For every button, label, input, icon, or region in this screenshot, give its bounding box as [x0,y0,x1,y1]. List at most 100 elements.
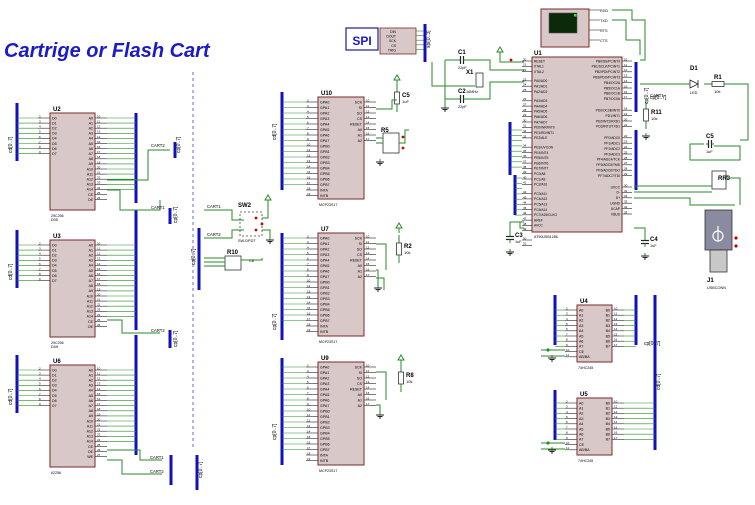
ic-pin-name: SI [359,371,362,375]
ic-pin-number: 7 [566,332,568,336]
ic-pin-number: 2 [39,114,41,118]
ic-pin-number: 7 [39,140,41,144]
resistor-body [711,81,725,87]
ic-pin-name: D2 [52,254,57,258]
ic-pin-number: 18 [307,451,311,455]
ic-pin-name: PF4/ADC4/TCK [597,158,621,162]
ic-pin-name: D3 [52,132,57,136]
ic-pin-number: 14 [97,387,101,391]
ic-pin-number: 46 [523,211,527,215]
usb-connector-plug [709,249,728,273]
ic-pin-name: D5 [52,269,57,273]
ic-pin-name: RESET [350,258,363,262]
ic-pin-name: CE [88,445,94,449]
usb-wire [634,197,735,206]
ic-pin-number: 27 [523,103,527,107]
ic-pin-number: 10 [97,241,101,245]
ic-pin-number: 16 [614,338,618,342]
ic-pin-name: SO [357,247,362,251]
ic-pin-number: 11 [307,413,310,417]
ic-pin-name: GPB3 [320,426,330,430]
ic-ref-label: U1 [534,51,542,57]
ic-pin-name: RESET [350,122,363,126]
ic-pin-name: GPB7 [320,319,330,323]
ic-pin-number: 29 [523,113,527,117]
ic-pin-name: GPA3 [320,253,329,257]
ic-pin-name: PE5/INT5 [534,156,548,160]
ic-pin-number: 13 [97,382,101,386]
ic-pin-number: 39 [523,170,527,174]
ic-pin-name: GPB4 [320,431,330,435]
resistor-ref-label: R1 [714,75,722,81]
ic-pin-number: 19 [307,328,311,332]
ic-part-label: MCP23S17 [319,203,337,207]
ic-pin-number: 10 [366,363,370,367]
resistor-ref-label: C5 [402,93,410,99]
ic-pin-name: INTA [320,324,329,328]
ic-pin-name: GPB0 [320,409,330,413]
ic-pin-name: GPA5 [320,393,329,397]
ic-pin-number: 16 [307,440,311,444]
ic-pin-name: A4 [89,389,93,393]
ic-pin-name: GPB5 [320,308,330,312]
pullup-wire [399,129,409,144]
ic-pin-name: UCAP [611,207,621,211]
ic-pin-number: 11 [566,446,569,450]
ic-pin-name: PF7/ADC7/TDI [598,174,620,178]
ic-pin-number: 28 [624,167,628,171]
ic-pin-number: 38 [523,165,527,169]
decoupling-wire [689,143,741,161]
ic-pin-name: PB2/PDI/PCINT2 [595,70,620,74]
ic-pin-number: 37 [523,160,527,164]
power-symbol [397,354,405,361]
ic-pin-number: 5 [39,130,41,134]
terminal-pin-name: RXD [600,9,608,13]
ic-pin-number: 31 [523,124,527,128]
ic-pin-name: CS [357,117,363,121]
ic-pin-name: GPB5 [320,172,330,176]
ic-pin-name: XTAL2 [534,70,544,74]
ic-pin-number: 17 [366,402,370,406]
ic-pin-number: 8 [39,145,41,149]
spi-pin-name: DIN [390,30,396,34]
ic-pin-name: PF1/ADC1 [604,142,620,146]
ic-pin-name: A8 [89,409,93,413]
ic-pin-name: D6 [52,399,57,403]
ic-pin-number: 4 [39,125,41,129]
ic-part-label: 74HC245 [578,459,593,463]
ic-pin-number: 12 [624,68,628,72]
ic-pin-name: A10 [87,419,93,423]
bus-label: cp[0..7] [644,87,650,104]
ic-pin-number: 17 [366,137,370,141]
ic-pin-name: A8 [89,284,93,288]
ic-pin-name: GPA4 [320,122,329,126]
ic-pin-number: 17 [97,150,101,154]
bus-label: cp[0..7] [191,248,197,265]
switch-ref-label: SW2 [238,203,252,209]
capacitor-ref-label: C3 [515,233,523,239]
ic-pin-name: A1 [358,398,362,402]
ic-pin-number: 15 [366,262,370,266]
ic-pin-number: 6 [566,327,568,331]
ic-pin-name: A0 [89,368,93,372]
pullup-wire [376,243,387,270]
ic-pin-name: PF5/ADC5/TMS [596,163,620,167]
decoupling-wire [519,222,524,229]
ic-pin-number: 13 [624,74,628,78]
ic-pin-name: B2 [606,319,610,323]
ic-part-label: D0D [51,218,59,222]
ic-pin-number: 19 [97,160,101,164]
ic-pin-number: 12 [366,245,370,249]
ic-pin-name: A1 [579,407,583,411]
ic-pin-number: 16 [97,397,101,401]
ic-pin-number: 6 [39,262,41,266]
ic-pin-name: GPA6 [320,269,329,273]
page-title: Cartrige or Flash Cart [4,40,210,62]
ic-pin-number: 9 [307,273,309,277]
ic-pin-name: PE1/RD/INT1 [534,131,554,135]
ic-pin-name: D7 [52,279,57,283]
ic-pin-number: 11 [614,405,617,409]
ic-pin-number: 33 [523,134,527,138]
ic-pin-name: OE [88,450,94,454]
ic-pin-name: A5 [579,427,583,431]
